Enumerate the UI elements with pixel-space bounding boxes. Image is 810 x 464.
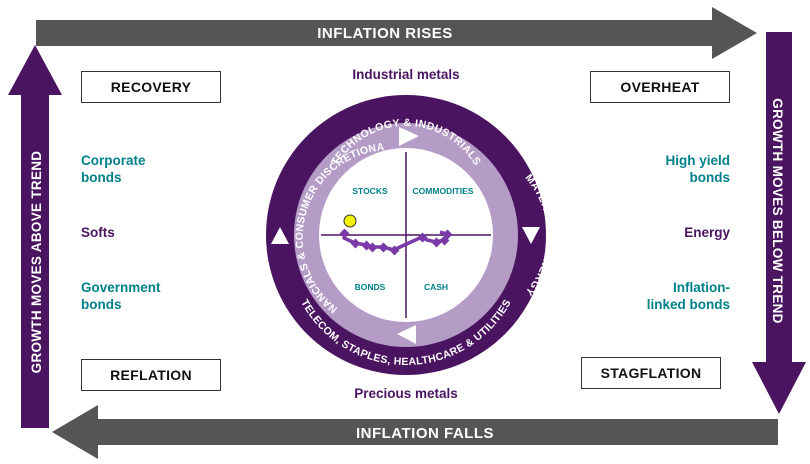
trajectory-marker xyxy=(417,232,428,243)
asset-inflation-linked-bonds: Inflation- linked bonds xyxy=(580,279,730,313)
growth-above-trend-label: GROWTH MOVES ABOVE TREND xyxy=(29,151,44,374)
quadrant-label-bonds: BONDS xyxy=(355,282,386,292)
inflation-falls-label: INFLATION FALLS xyxy=(356,425,494,442)
asset-high-yield-bonds-line2: bonds xyxy=(689,170,731,185)
inflation-falls-arrow xyxy=(52,405,778,459)
trajectory-markers xyxy=(339,228,453,256)
inflation-rises-arrow xyxy=(36,7,757,59)
asset-energy: Energy xyxy=(684,225,730,240)
asset-government-bonds-line2: bonds xyxy=(81,297,122,312)
asset-high-yield-bonds: High yield bonds xyxy=(580,152,730,186)
asset-softs: Softs xyxy=(81,225,115,240)
ring-arrow-top-icon xyxy=(399,127,419,146)
phase-recovery: RECOVERY xyxy=(81,71,221,103)
asset-precious-metals: Precious metals xyxy=(354,386,458,401)
growth-above-trend-arrow xyxy=(8,45,62,428)
asset-corporate-bonds: Corporate bonds xyxy=(81,152,146,186)
trajectory-marker xyxy=(367,242,378,253)
asset-corporate-bonds-line1: Corporate xyxy=(81,153,146,168)
ring-arrow-left-icon xyxy=(271,227,289,244)
trajectory-marker xyxy=(389,245,400,256)
phase-overheat: OVERHEAT xyxy=(590,71,730,103)
trajectory-marker xyxy=(339,228,350,239)
asset-inflation-linked-bonds-line2: linked bonds xyxy=(646,297,730,312)
asset-government-bonds: Government bonds xyxy=(81,279,161,313)
ring-arrow-bottom-icon xyxy=(397,325,416,344)
trajectory-marker xyxy=(431,237,442,248)
phase-reflation: REFLATION xyxy=(81,359,221,391)
growth-below-trend-arrow xyxy=(752,32,806,414)
trajectory-marker xyxy=(350,238,361,249)
inflation-rises-label: INFLATION RISES xyxy=(317,25,453,42)
asset-high-yield-bonds-line1: High yield xyxy=(665,153,730,168)
phase-stagflation: STAGFLATION xyxy=(581,357,721,389)
ring-arrow-right-icon xyxy=(522,227,540,244)
asset-industrial-metals: Industrial metals xyxy=(352,67,460,82)
quadrant-label-stocks: STOCKS xyxy=(352,186,388,196)
current-position-marker xyxy=(343,214,357,228)
quadrant-label-commodities: COMMODITIES xyxy=(413,186,474,196)
growth-below-trend-label: GROWTH MOVES BELOW TREND xyxy=(770,98,785,323)
quadrant-label-cash: CASH xyxy=(424,282,448,292)
trajectory-marker xyxy=(442,229,453,240)
asset-inflation-linked-bonds-line1: Inflation- xyxy=(673,280,730,295)
asset-corporate-bonds-line2: bonds xyxy=(81,170,122,185)
trajectory-marker xyxy=(378,242,389,253)
asset-government-bonds-line1: Government xyxy=(81,280,161,295)
